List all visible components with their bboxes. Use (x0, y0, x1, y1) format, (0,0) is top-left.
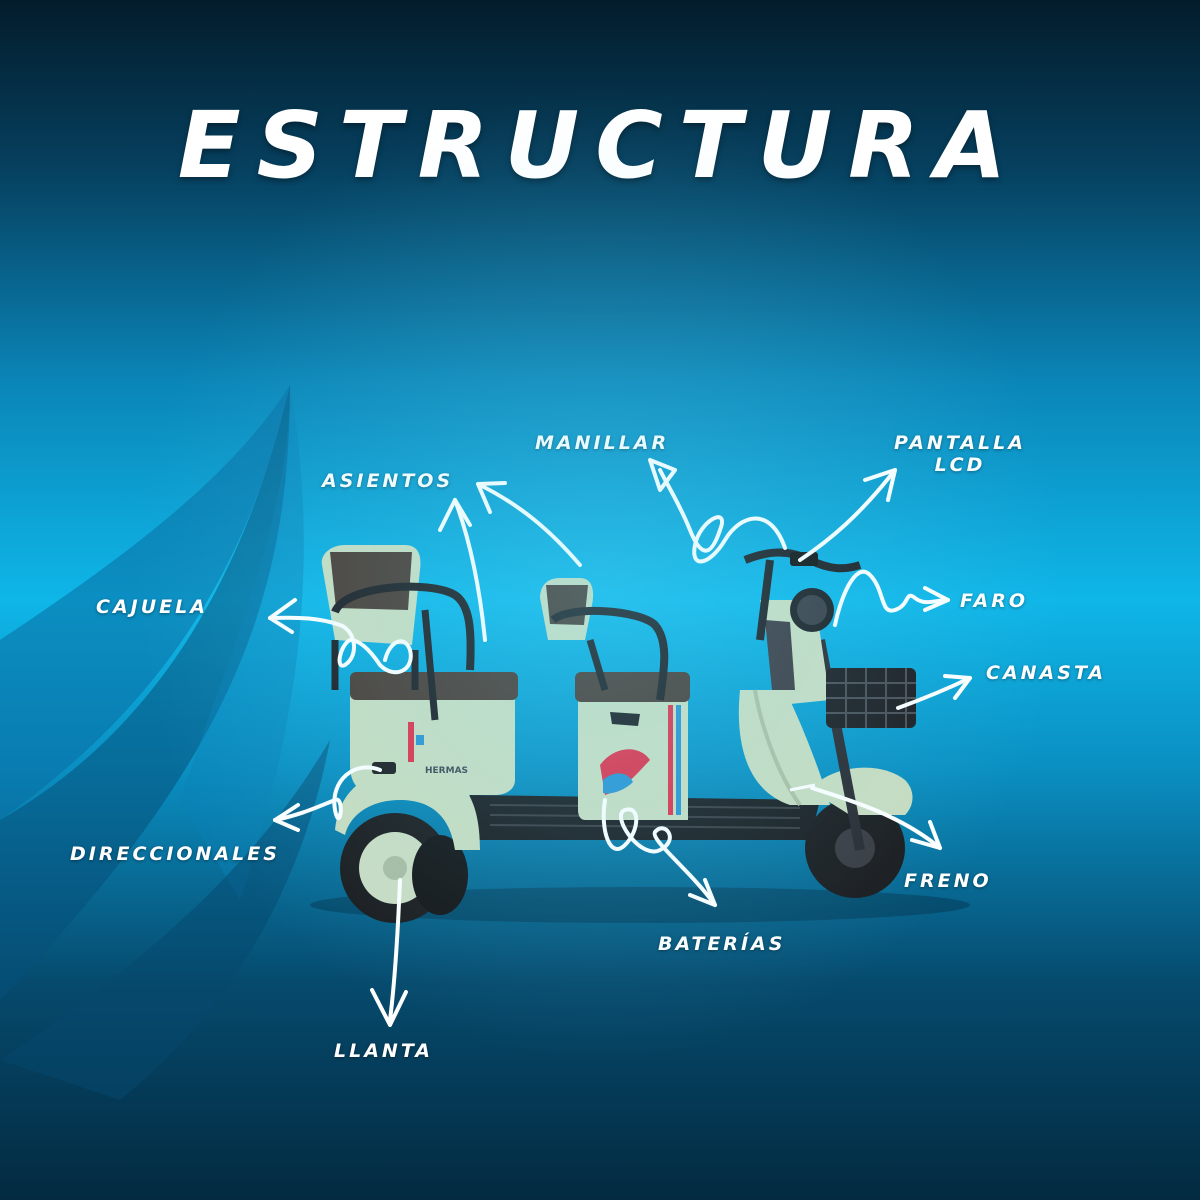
label-cajuela: CAJUELA (96, 596, 208, 618)
label-pantalla-line1: PANTALLA (894, 432, 1026, 454)
label-freno: FRENO (904, 870, 992, 892)
arrow-cajuela (268, 598, 413, 675)
label-pantalla-lcd: PANTALLA LCD (884, 432, 1036, 476)
arrow-llanta (370, 878, 408, 1027)
label-baterias: BATERÍAS (658, 933, 786, 955)
arrow-baterias (601, 798, 717, 907)
label-direccionales: DIRECCIONALES (70, 843, 280, 865)
front-basket (826, 668, 916, 728)
arrow-manillar (648, 458, 787, 564)
label-faro: FARO (960, 590, 1029, 612)
arrow-pantalla-lcd (798, 468, 897, 562)
label-llanta: LLANTA (334, 1040, 434, 1062)
arrow-faro (833, 570, 950, 627)
arrow-asientos (438, 481, 582, 642)
label-canasta: CANASTA (986, 662, 1107, 684)
brand-decal: HERMAS (425, 766, 468, 776)
arrow-canasta (896, 674, 972, 710)
page-title: ESTRUCTURA (177, 92, 1023, 199)
label-pantalla-line2: LCD (934, 454, 986, 476)
label-asientos: ASIENTOS (322, 470, 454, 492)
arrow-direccionales (273, 765, 382, 832)
label-manillar: MANILLAR (535, 432, 670, 454)
arrow-freno (810, 786, 942, 850)
